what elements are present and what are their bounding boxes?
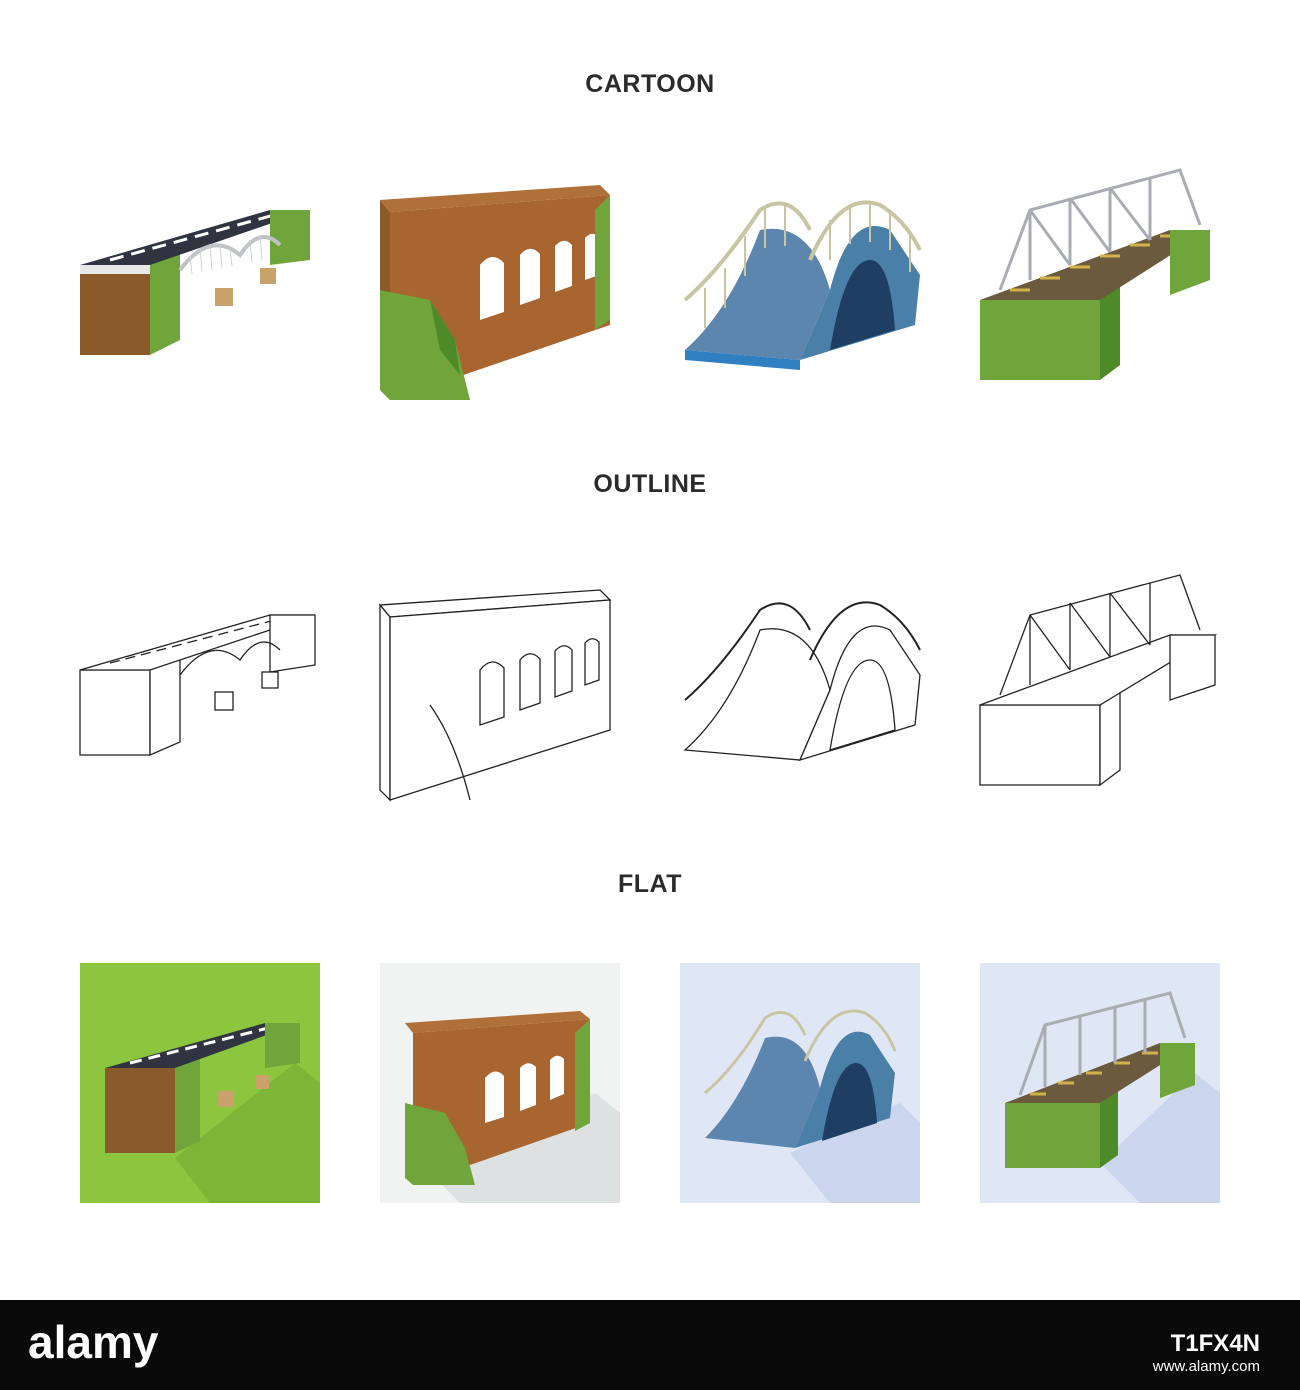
alamy-logo: alamy	[28, 1316, 159, 1368]
road-bridge-outline-icon	[70, 550, 350, 830]
arched-footbridge-outline-icon	[670, 550, 950, 830]
footer-bar: alamy T1FX4N www.alamy.com	[0, 1300, 1300, 1390]
arched-footbridge-cartoon-icon	[670, 150, 950, 430]
truss-railway-bridge-cartoon-icon	[970, 150, 1250, 430]
aqueduct-cartoon-icon	[370, 150, 650, 430]
aqueduct-outline-icon	[370, 550, 650, 830]
section-title-cartoon: CARTOON	[585, 70, 715, 98]
aqueduct-flat-icon	[380, 963, 620, 1203]
image-id: T1FX4N	[1170, 1330, 1260, 1357]
alamy-logo-text: alamy	[28, 1316, 159, 1368]
section-title-outline: OUTLINE	[593, 470, 707, 498]
footer-url: www.alamy.com	[1152, 1358, 1260, 1375]
arched-footbridge-flat-icon	[680, 963, 920, 1203]
truss-railway-bridge-outline-icon	[970, 550, 1250, 830]
truss-railway-bridge-flat-icon	[980, 963, 1220, 1203]
road-bridge-flat-icon	[80, 963, 320, 1203]
section-title-flat: FLAT	[617, 870, 682, 898]
road-bridge-cartoon-icon	[70, 150, 350, 430]
